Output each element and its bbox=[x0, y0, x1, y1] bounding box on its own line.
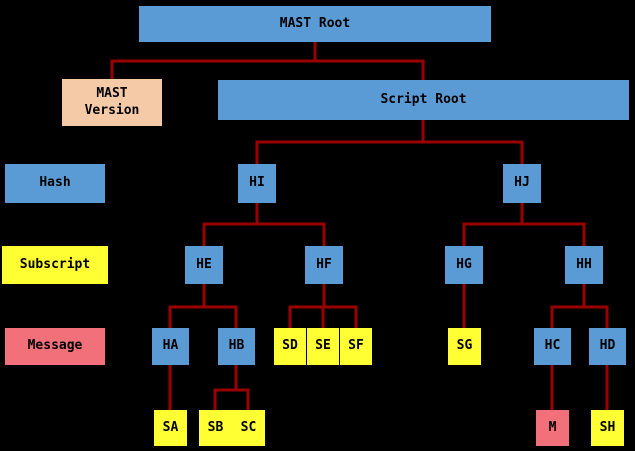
tree-connector bbox=[168, 305, 238, 328]
node-hj: HJ bbox=[503, 164, 541, 203]
node-sd: SD bbox=[274, 328, 306, 365]
node-legend-subscript: Subscript bbox=[2, 246, 108, 284]
node-m: M bbox=[536, 410, 569, 446]
tree-connector bbox=[550, 305, 609, 328]
node-mast-version: MAST Version bbox=[62, 79, 162, 126]
node-hi: HI bbox=[238, 164, 276, 203]
tree-connector bbox=[110, 59, 425, 80]
node-sb: SB bbox=[199, 410, 232, 446]
node-hd: HD bbox=[589, 328, 626, 365]
node-hh: HH bbox=[565, 246, 603, 284]
node-mast-root: MAST Root bbox=[139, 6, 491, 42]
tree-connector bbox=[213, 388, 250, 410]
node-sf: SF bbox=[340, 328, 372, 365]
node-sa: SA bbox=[154, 410, 187, 446]
node-script-root: Script Root bbox=[218, 80, 629, 120]
node-hg: HG bbox=[445, 246, 483, 284]
node-he: HE bbox=[185, 246, 223, 284]
node-legend-message: Message bbox=[5, 328, 105, 365]
tree-connector bbox=[462, 222, 586, 246]
tree-connector bbox=[202, 222, 326, 246]
node-sc: SC bbox=[232, 410, 265, 446]
node-hb: HB bbox=[218, 328, 255, 365]
node-hf: HF bbox=[305, 246, 343, 284]
node-ha: HA bbox=[152, 328, 189, 365]
node-legend-hash: Hash bbox=[5, 164, 105, 203]
node-hc: HC bbox=[534, 328, 571, 365]
node-sg: SG bbox=[448, 328, 481, 365]
node-sh: SH bbox=[591, 410, 624, 446]
tree-connector bbox=[255, 140, 524, 164]
node-se: SE bbox=[307, 328, 339, 365]
